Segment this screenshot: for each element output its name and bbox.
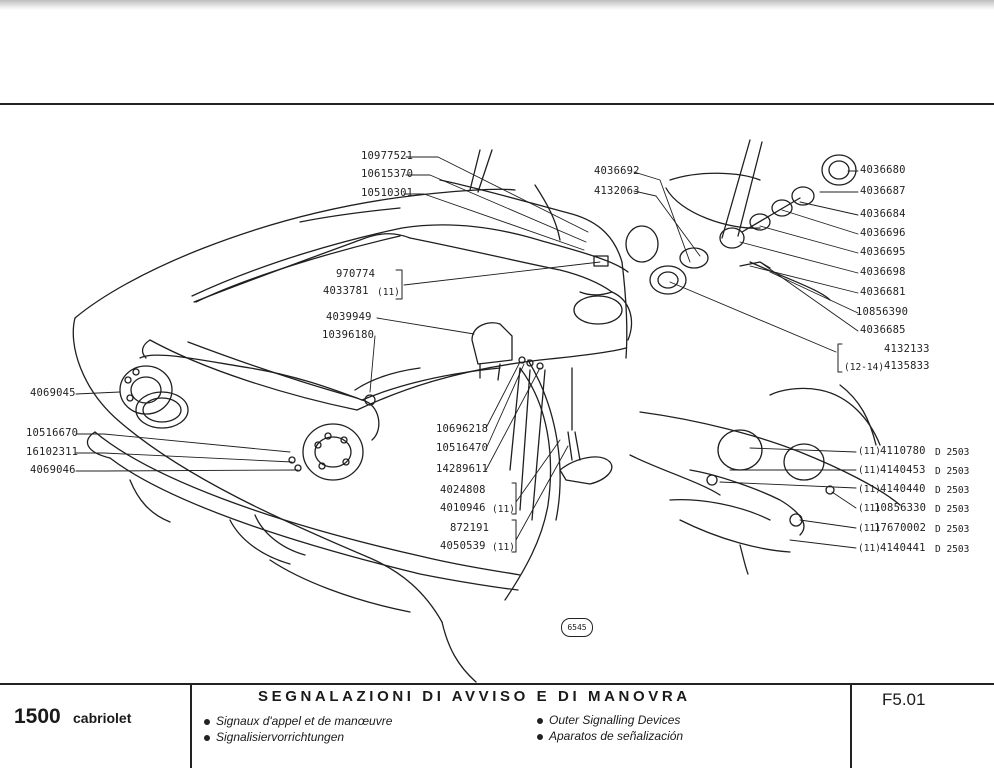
part-label: 4110780 [880, 445, 926, 457]
part-label: 10856330 [874, 502, 927, 514]
front-bumper [86, 431, 521, 613]
car-body-outline [72, 149, 629, 683]
wiring [139, 233, 633, 441]
qualifier: (11) [858, 523, 881, 534]
part-label: 4140441 [880, 542, 926, 554]
bullet-icon [537, 717, 543, 724]
bullet-icon [537, 733, 543, 740]
subtitle-text: Signalisiervorrichtungen [216, 730, 345, 744]
drawing-ref: D 2503 [935, 524, 970, 535]
subtitle-fr: Signaux d'appel et de manœuvre [204, 714, 392, 728]
turn-signal-lamp [509, 367, 613, 521]
qualifier: (11) [858, 484, 881, 495]
subtitle-en: Outer Signalling Devices [537, 713, 680, 727]
part-label: 4033781 [323, 285, 369, 297]
rear-inset [629, 384, 901, 575]
qualifier: (11) [492, 542, 515, 553]
part-label: 4036687 [860, 185, 906, 197]
drawing-ref: D 2503 [935, 485, 970, 496]
qualifier: (11) [858, 543, 881, 554]
page-title: SEGNALAZIONI DI AVVISO E DI MANOVRA [258, 688, 691, 705]
subtitle-es: Aparatos de señalización [537, 729, 683, 743]
part-label: 10396180 [322, 329, 375, 341]
brackets [395, 269, 843, 553]
scan-top-margin [0, 0, 994, 104]
qualifier: (11) [492, 504, 515, 515]
horn-relay [471, 322, 544, 381]
top-rule [0, 103, 994, 105]
drawing-ref: D 2503 [935, 504, 970, 515]
part-label: 10696218 [436, 423, 489, 435]
model-number: 1500 [14, 705, 61, 728]
part-label: 4132063 [594, 185, 640, 197]
part-label: 10516670 [26, 427, 79, 439]
leader-lines [75, 156, 859, 549]
part-label: 10516470 [436, 442, 489, 454]
qualifier: (11) [858, 465, 881, 476]
horn-right [288, 423, 364, 481]
part-label: 4036684 [860, 208, 906, 220]
part-label: 4036695 [860, 246, 906, 258]
qualifier: (12-14) [844, 362, 885, 373]
bullet-icon [204, 718, 210, 725]
part-label: 4036696 [860, 227, 906, 239]
part-label: 4039949 [326, 311, 372, 323]
qualifier: (11) [858, 503, 881, 514]
part-label: 4050539 [440, 540, 486, 552]
exploded-diagram [72, 139, 901, 683]
part-label: 872191 [450, 522, 490, 534]
subtitle-de: Signalisiervorrichtungen [204, 730, 344, 744]
bullet-icon [204, 734, 210, 741]
part-label: 4036698 [860, 266, 906, 278]
subtitle-text: Outer Signalling Devices [549, 713, 681, 727]
subtitle-text: Aparatos de señalización [549, 729, 684, 743]
part-label: 10615370 [361, 168, 414, 180]
drawing-ref: D 2503 [935, 447, 970, 458]
part-label: 16102311 [26, 446, 79, 458]
model-cell: 1500 cabriolet [0, 683, 192, 768]
part-label: 970774 [336, 268, 376, 280]
qualifier: (11) [377, 287, 400, 298]
page-ref-cell [850, 683, 994, 768]
part-label: 4069046 [30, 464, 76, 476]
part-label: 4069045 [30, 387, 76, 399]
part-label: 14289611 [436, 463, 489, 475]
model-variant: cabriolet [73, 710, 132, 726]
part-label: 17670002 [874, 522, 927, 534]
part-label: 4024808 [440, 484, 486, 496]
part-label: 10977521 [361, 150, 414, 162]
part-label: 4132133 [884, 343, 930, 355]
title-block [0, 683, 994, 770]
part-label: 4140453 [880, 464, 926, 476]
drawing-ref: D 2503 [935, 544, 970, 555]
drawing-ref: D 2503 [935, 466, 970, 477]
part-label: 10856390 [856, 306, 909, 318]
subtitle-text: Signaux d'appel et de manœuvre [216, 714, 393, 728]
part-label: 4135833 [884, 360, 930, 372]
part-label: 4036692 [594, 165, 640, 177]
scan-edge [0, 0, 994, 10]
drawing-number: 6545 [561, 618, 593, 637]
part-label: 4010946 [440, 502, 486, 514]
part-label: 4036681 [860, 286, 906, 298]
part-label: 4036685 [860, 324, 906, 336]
page-reference: F5.01 [882, 690, 926, 709]
part-label: 4036680 [860, 164, 906, 176]
horn-left [119, 365, 189, 429]
qualifier: (11) [858, 446, 881, 457]
part-label: 10510301 [361, 187, 414, 199]
part-label: 4140440 [880, 483, 926, 495]
